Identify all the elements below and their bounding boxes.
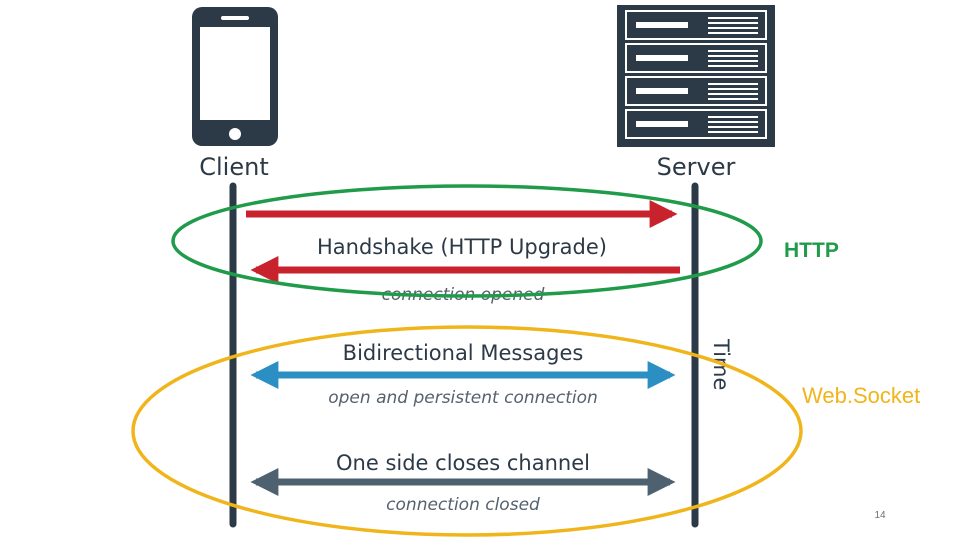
client-label: Client (199, 153, 268, 181)
page-number: 14 (874, 510, 886, 521)
persistent-connection-label: open and persistent connection (328, 388, 598, 408)
handshake-label: Handshake (HTTP Upgrade) (317, 235, 607, 259)
websocket-phase-ellipse (131, 325, 803, 537)
server-label: Server (657, 153, 736, 181)
http-tag: HTTP (784, 239, 839, 262)
bidirectional-label: Bidirectional Messages (343, 341, 584, 365)
http-phase-ellipse (171, 184, 763, 298)
closes-channel-label: One side closes channel (336, 451, 590, 475)
connection-closed-label: connection closed (386, 495, 540, 515)
websocket-tag: Web.Socket (802, 383, 920, 408)
smartphone-icon (192, 7, 278, 146)
server-rack-icon (617, 5, 775, 147)
